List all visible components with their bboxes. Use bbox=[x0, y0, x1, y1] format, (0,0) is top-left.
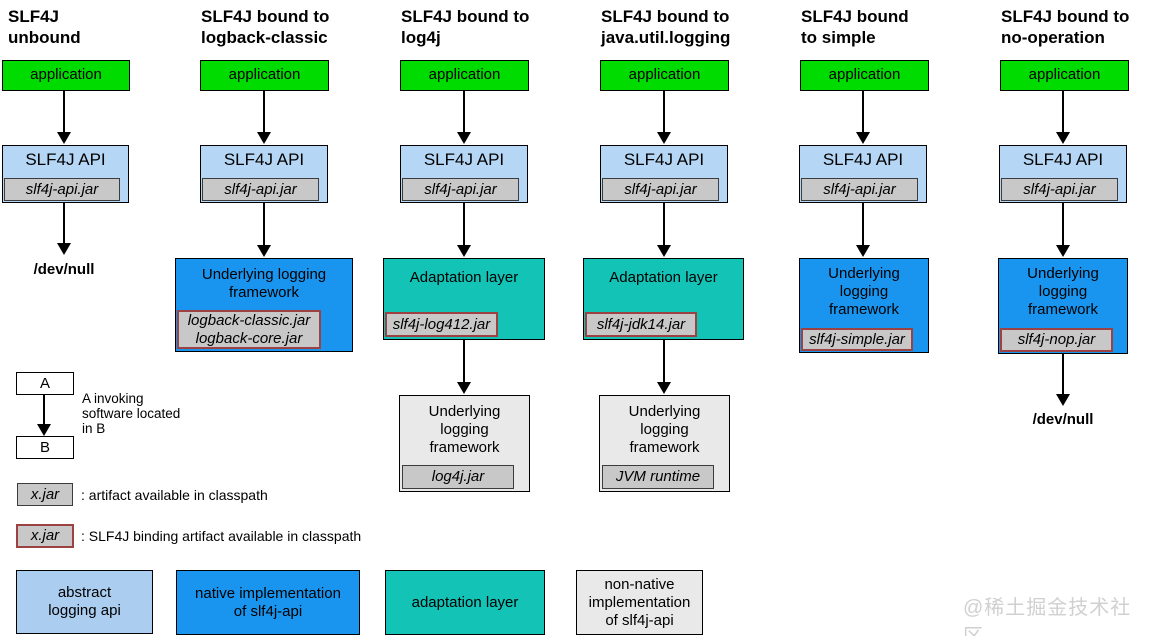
legend-native-impl-box: native implementation of slf4j-api bbox=[176, 570, 360, 635]
adaptation-label: Adaptation layer bbox=[409, 269, 519, 286]
column-title-jul: SLF4J bound to java.util.logging bbox=[601, 7, 731, 47]
underlying-framework-box: Underlying logging framework log4j.jar bbox=[399, 395, 530, 492]
down-arrow-icon bbox=[1056, 91, 1070, 144]
down-arrow-icon bbox=[856, 203, 870, 257]
column-title-nop: SLF4J bound to no-operation bbox=[1001, 7, 1130, 47]
adaptation-layer-box: Adaptation layer slf4j-log412.jar bbox=[383, 258, 545, 340]
framework-jar: log4j.jar bbox=[402, 465, 514, 489]
adaptation-label: Adaptation layer bbox=[609, 269, 718, 286]
framework-label: Underlying logging framework bbox=[428, 403, 501, 456]
framework-label: Underlying logging framework bbox=[828, 265, 900, 318]
down-arrow-icon bbox=[457, 91, 471, 144]
adaptation-layer-box: Adaptation layer slf4j-jdk14.jar bbox=[583, 258, 744, 340]
down-arrow-icon bbox=[37, 395, 51, 436]
framework-label: Underlying logging framework bbox=[201, 266, 327, 301]
dev-null-label: /dev/null bbox=[1032, 411, 1094, 428]
down-arrow-icon bbox=[856, 91, 870, 144]
application-box: application bbox=[200, 60, 329, 91]
slf4j-api-box: SLF4J API slf4j-api.jar bbox=[2, 145, 129, 203]
down-arrow-icon bbox=[257, 203, 271, 257]
application-box: application bbox=[600, 60, 729, 91]
legend-b-box: B bbox=[16, 436, 74, 459]
slf4j-api-label: SLF4J API bbox=[25, 150, 106, 169]
slf4j-api-jar: slf4j-api.jar bbox=[801, 178, 918, 201]
slf4j-api-label: SLF4J API bbox=[223, 150, 305, 169]
legend-binding-jar: x.jar bbox=[16, 524, 74, 548]
binding-jar: slf4j-simple.jar bbox=[801, 328, 913, 351]
binding-jar: logback-classic.jar logback-core.jar bbox=[177, 310, 321, 349]
binding-jar: slf4j-nop.jar bbox=[1000, 328, 1113, 352]
column-title-log4j: SLF4J bound to log4j bbox=[401, 7, 530, 47]
column-title-unbound: SLF4J unbound bbox=[8, 7, 81, 47]
column-title-simple: SLF4J bound to simple bbox=[801, 7, 909, 47]
application-box: application bbox=[2, 60, 130, 91]
legend-a-box: A bbox=[16, 372, 74, 395]
dev-null-label: /dev/null bbox=[33, 261, 95, 278]
binding-jar: slf4j-log412.jar bbox=[385, 312, 498, 337]
legend-plain-jar-text: : artifact available in classpath bbox=[81, 487, 268, 503]
framework-jar: JVM runtime bbox=[602, 465, 714, 489]
legend-abstract-api-box: abstract logging api bbox=[16, 570, 153, 634]
down-arrow-icon bbox=[1056, 354, 1070, 406]
down-arrow-icon bbox=[657, 340, 671, 394]
down-arrow-icon bbox=[657, 203, 671, 257]
underlying-framework-box: Underlying logging framework slf4j-simpl… bbox=[799, 258, 929, 353]
legend-plain-jar: x.jar bbox=[17, 483, 73, 506]
slf4j-api-jar: slf4j-api.jar bbox=[402, 178, 519, 201]
slf4j-api-box: SLF4J API slf4j-api.jar bbox=[200, 145, 328, 203]
slf4j-api-label: SLF4J API bbox=[623, 150, 705, 169]
legend-adaptation-layer-box: adaptation layer bbox=[385, 570, 545, 635]
slf4j-api-box: SLF4J API slf4j-api.jar bbox=[799, 145, 927, 203]
slf4j-api-label: SLF4J API bbox=[822, 150, 904, 169]
slf4j-api-label: SLF4J API bbox=[423, 150, 505, 169]
application-box: application bbox=[400, 60, 529, 91]
column-title-logback: SLF4J bound to logback-classic bbox=[201, 7, 330, 47]
slf4j-api-jar: slf4j-api.jar bbox=[202, 178, 319, 201]
down-arrow-icon bbox=[457, 203, 471, 257]
slf4j-api-box: SLF4J API slf4j-api.jar bbox=[400, 145, 528, 203]
application-box: application bbox=[800, 60, 929, 91]
application-box: application bbox=[1000, 60, 1129, 91]
slf4j-api-jar: slf4j-api.jar bbox=[4, 178, 120, 201]
down-arrow-icon bbox=[457, 340, 471, 394]
legend-invoke-text: A invoking software located in B bbox=[82, 391, 181, 436]
slf4j-api-label: SLF4J API bbox=[1022, 150, 1104, 169]
down-arrow-icon bbox=[657, 91, 671, 144]
framework-label: Underlying logging framework bbox=[1027, 265, 1099, 318]
slf4j-api-box: SLF4J API slf4j-api.jar bbox=[999, 145, 1127, 203]
legend-nonnative-impl-box: non-native implementation of slf4j-api bbox=[576, 570, 703, 635]
underlying-framework-box: Underlying logging framework logback-cla… bbox=[175, 258, 353, 352]
framework-label: Underlying logging framework bbox=[628, 403, 701, 456]
slf4j-api-jar: slf4j-api.jar bbox=[1001, 178, 1118, 201]
down-arrow-icon bbox=[1056, 203, 1070, 257]
underlying-framework-box: Underlying logging framework JVM runtime bbox=[599, 395, 730, 492]
down-arrow-icon bbox=[57, 91, 71, 144]
down-arrow-icon bbox=[257, 91, 271, 144]
underlying-framework-box: Underlying logging framework slf4j-nop.j… bbox=[998, 258, 1128, 354]
watermark: @稀土掘金技术社区 bbox=[963, 597, 1132, 636]
slf4j-api-box: SLF4J API slf4j-api.jar bbox=[600, 145, 728, 203]
binding-jar: slf4j-jdk14.jar bbox=[585, 312, 697, 337]
legend-binding-jar-text: : SLF4J binding artifact available in cl… bbox=[81, 528, 362, 544]
slf4j-api-jar: slf4j-api.jar bbox=[602, 178, 719, 201]
down-arrow-icon bbox=[57, 203, 71, 255]
